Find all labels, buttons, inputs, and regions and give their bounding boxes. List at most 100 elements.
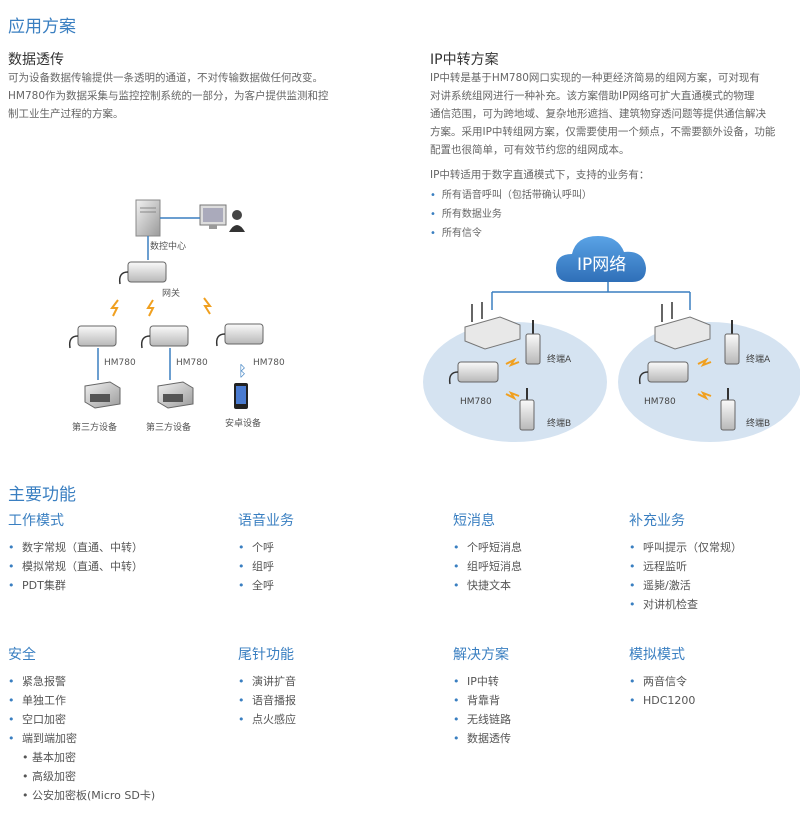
bullet-icon: • bbox=[22, 751, 29, 764]
gateway-device-icon bbox=[118, 261, 167, 285]
feature-group-sms: 短消息 •个呼短消息 •组呼短消息 •快捷文本 bbox=[453, 510, 522, 595]
data-transfer-diagram: 数控中心 网关 HM780 HM780 HM780 ᛒ 第三方设备 第三方设备 bbox=[68, 199, 285, 433]
terminal-a-label: 终端A bbox=[746, 353, 771, 365]
list-item: •PDT集群 bbox=[8, 576, 143, 595]
bullet-icon: • bbox=[430, 228, 436, 239]
bullet-icon: • bbox=[629, 579, 636, 592]
bullet-icon: • bbox=[629, 675, 636, 688]
bullet-icon: • bbox=[453, 560, 460, 573]
hm780-label: HM780 bbox=[253, 358, 285, 368]
list-item: •单独工作 bbox=[8, 691, 155, 710]
network-zone-left bbox=[423, 322, 607, 442]
bullet-icon: • bbox=[430, 190, 436, 201]
section-title-solutions: 应用方案 bbox=[8, 17, 76, 37]
bullet-icon: • bbox=[8, 560, 15, 573]
bullet-icon: • bbox=[8, 675, 15, 688]
feature-group-analog-mode: 模拟模式 •两音信令 •HDC1200 bbox=[629, 644, 695, 710]
android-phone-icon bbox=[234, 383, 248, 409]
ip-relay-support-list: •所有语音呼叫（包括带确认呼叫） •所有数据业务 •所有信令 bbox=[430, 186, 592, 243]
handheld-radio-icon bbox=[724, 320, 740, 365]
user-icon bbox=[229, 210, 245, 232]
sub-list-item: •公安加密板(Micro SD卡) bbox=[8, 786, 155, 805]
list-item: •组呼短消息 bbox=[453, 557, 522, 576]
bullet-icon: • bbox=[453, 694, 460, 707]
handheld-radio-icon bbox=[519, 388, 535, 431]
third-party-label: 第三方设备 bbox=[72, 421, 117, 433]
desc-line: 制工业生产过程的方案。 bbox=[8, 108, 124, 120]
bullet-icon: • bbox=[629, 598, 636, 611]
signal-icon bbox=[110, 299, 119, 317]
third-party-device-icon bbox=[84, 381, 121, 409]
third-party-device-icon bbox=[157, 381, 194, 409]
cloud-icon bbox=[556, 236, 646, 282]
bullet-icon: • bbox=[238, 713, 245, 726]
list-item: •呼叫提示（仅常规） bbox=[629, 538, 742, 557]
list-item: •遥毙/激活 bbox=[629, 576, 742, 595]
hm780-label: HM780 bbox=[104, 358, 136, 368]
signal-icon bbox=[505, 357, 520, 367]
bullet-icon: • bbox=[453, 579, 460, 592]
feature-group-title: 补充业务 bbox=[629, 513, 685, 529]
terminal-b-label: 终端B bbox=[547, 417, 571, 429]
list-item: •个呼 bbox=[238, 538, 294, 557]
data-transfer-desc: 可为设备数据传输提供一条透明的通道，不对传输数据做任何改变。 HM780作为数据… bbox=[8, 69, 398, 123]
cloud-label: IP网络 bbox=[577, 255, 626, 275]
list-item: •数字常规（直通、中转） bbox=[8, 538, 143, 557]
list-item: •所有信令 bbox=[430, 228, 482, 239]
android-label: 安卓设备 bbox=[225, 417, 261, 429]
list-item: •无线链路 bbox=[453, 710, 511, 729]
list-item: •端到端加密 bbox=[8, 729, 155, 748]
desc-line: HM780作为数据采集与监控控制系统的一部分，为客户提供监测和控 bbox=[8, 90, 329, 102]
hm780-label: HM780 bbox=[460, 397, 492, 407]
feature-group-title: 语音业务 bbox=[238, 513, 294, 529]
list-item: •所有数据业务 bbox=[430, 209, 502, 220]
signal-icon bbox=[203, 297, 212, 315]
feature-group-title: 安全 bbox=[8, 647, 36, 663]
list-item: •背靠背 bbox=[453, 691, 511, 710]
hm780-device-icon bbox=[638, 361, 689, 385]
hm780-device-icon bbox=[215, 323, 264, 347]
feature-group-title: 尾针功能 bbox=[238, 647, 294, 663]
data-transfer-title: 数据透传 bbox=[8, 52, 64, 68]
signal-icon bbox=[697, 357, 712, 367]
list-item: •个呼短消息 bbox=[453, 538, 522, 557]
list-item: •空口加密 bbox=[8, 710, 155, 729]
section-title-features: 主要功能 bbox=[8, 485, 76, 505]
list-item: •对讲机检查 bbox=[629, 595, 742, 614]
bullet-icon: • bbox=[453, 732, 460, 745]
terminal-a-label: 终端A bbox=[547, 353, 572, 365]
list-item: •HDC1200 bbox=[629, 691, 695, 710]
feature-group-title: 短消息 bbox=[453, 513, 495, 529]
feature-group-solutions: 解决方案 •IP中转 •背靠背 •无线链路 •数据透传 bbox=[453, 644, 511, 748]
bullet-icon: • bbox=[453, 541, 460, 554]
bullet-icon: • bbox=[238, 541, 245, 554]
bullet-icon: • bbox=[8, 713, 15, 726]
router-icon bbox=[654, 302, 711, 350]
feature-group-accessory-pin: 尾针功能 •演讲扩音 •语音播报 •点火感应 bbox=[238, 644, 296, 729]
bullet-icon: • bbox=[238, 560, 245, 573]
ip-relay-support-intro: IP中转适用于数字直通模式下，支持的业务有： bbox=[430, 169, 650, 181]
list-item: •远程监听 bbox=[629, 557, 742, 576]
handheld-radio-icon bbox=[720, 388, 736, 431]
terminal-b-label: 终端B bbox=[746, 417, 770, 429]
bullet-icon: • bbox=[238, 694, 245, 707]
handheld-radio-icon bbox=[525, 320, 541, 365]
feature-group-security: 安全 •紧急报警 •单独工作 •空口加密 •端到端加密 •基本加密 •高级加密 … bbox=[8, 644, 155, 805]
desc-line: IP中转是基于HM780网口实现的一种更经济简易的组网方案，可对现有 bbox=[430, 72, 760, 84]
bullet-icon: • bbox=[8, 579, 15, 592]
ip-relay-diagram: IP网络 HM780 终端A 终端B HM780 终端A bbox=[423, 236, 800, 442]
list-item: •两音信令 bbox=[629, 672, 695, 691]
list-item: •模拟常规（直通、中转） bbox=[8, 557, 143, 576]
bullet-icon: • bbox=[453, 675, 460, 688]
desc-line: 对讲系统组网进行一种补充。该方案借助IP网络可扩大直通模式的物理 bbox=[430, 90, 755, 102]
ip-relay-title: IP中转方案 bbox=[430, 52, 499, 68]
hm780-device-icon bbox=[140, 325, 189, 349]
signal-icon bbox=[697, 391, 712, 401]
list-item: •IP中转 bbox=[453, 672, 511, 691]
router-icon bbox=[464, 302, 521, 350]
ip-relay-desc: IP中转是基于HM780网口实现的一种更经济简易的组网方案，可对现有 对讲系统组… bbox=[430, 69, 795, 159]
bullet-icon: • bbox=[629, 694, 636, 707]
list-item: •快捷文本 bbox=[453, 576, 522, 595]
hm780-device-icon bbox=[68, 325, 117, 349]
list-item: •组呼 bbox=[238, 557, 294, 576]
